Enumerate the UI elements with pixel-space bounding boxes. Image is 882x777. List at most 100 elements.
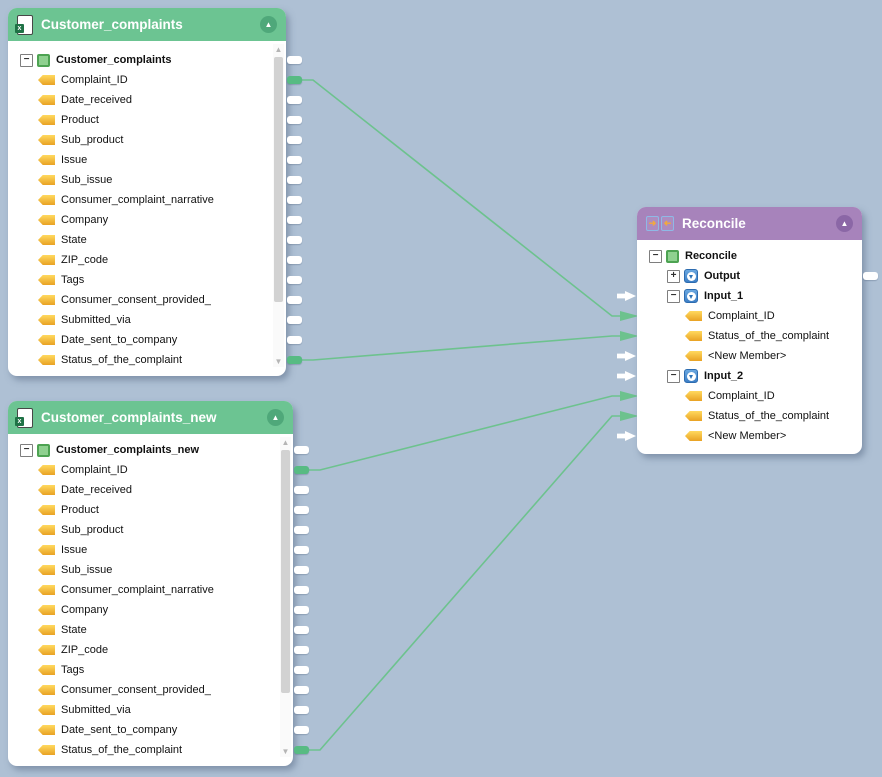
connection-line[interactable] [309,395,620,471]
collapse-button[interactable]: ▲ [267,409,284,426]
input-port-arrow[interactable] [617,351,636,361]
port-stub[interactable] [287,196,302,204]
tree-row[interactable]: Consumer_complaint_narrative [8,190,286,210]
expander-icon[interactable]: + [667,269,680,283]
node-header[interactable]: x ➜➜ Customer_complaints_new ▲ [8,401,293,434]
expander-icon[interactable]: − [649,249,662,263]
collapse-button[interactable]: ▲ [836,215,853,232]
input-port-arrow[interactable] [617,291,636,301]
expander-icon[interactable]: − [667,369,680,383]
tree-row[interactable]: Date_received [8,90,286,110]
connected-port-stub[interactable] [287,76,302,84]
port-stub[interactable] [287,336,302,344]
tree-row[interactable]: Issue [8,150,286,170]
tree-row[interactable]: Date_sent_to_company [8,720,293,740]
tree-row[interactable]: Complaint_ID [637,306,862,326]
node-header[interactable]: x ➜➜ Reconcile ▲ [637,207,862,240]
port-stub[interactable] [294,646,309,654]
port-stub[interactable] [287,256,302,264]
port-stub[interactable] [294,666,309,674]
tree-row[interactable]: Consumer_complaint_narrative [8,580,293,600]
tree-row[interactable]: Status_of_the_complaint [637,406,862,426]
tree-row[interactable]: Sub_issue [8,170,286,190]
tree-row[interactable]: Complaint_ID [637,386,862,406]
node-reconcile[interactable]: x ➜➜ Reconcile ▲ − Reconcile + Output − … [637,207,862,454]
input-port-arrow[interactable] [617,431,636,441]
port-stub[interactable] [294,526,309,534]
tree-row[interactable]: − Reconcile [637,246,862,266]
port-stub[interactable] [287,316,302,324]
tree-row[interactable]: − Input_1 [637,286,862,306]
port-stub[interactable] [294,566,309,574]
node-header[interactable]: x ➜➜ Customer_complaints ▲ [8,8,286,41]
port-stub[interactable] [287,156,302,164]
tree-row[interactable]: Consumer_consent_provided_ [8,680,293,700]
connection-line[interactable] [302,79,620,317]
node-customer_complaints_new[interactable]: x ➜➜ Customer_complaints_new ▲ − Custome… [8,401,293,766]
expander-icon[interactable]: − [20,53,33,67]
connected-port-stub[interactable] [294,466,309,474]
tree-row[interactable]: − Customer_complaints_new [8,440,293,460]
scrollbar[interactable]: ▲ ▼ [273,44,284,367]
tree-row[interactable]: Tags [8,660,293,680]
expander-icon[interactable]: − [20,443,33,457]
port-stub[interactable] [294,446,309,454]
port-stub[interactable] [287,116,302,124]
tree-row[interactable]: − Customer_complaints [8,50,286,70]
port-stub[interactable] [287,96,302,104]
port-stub[interactable] [287,296,302,304]
scroll-down-icon[interactable]: ▼ [274,357,283,366]
port-stub[interactable] [287,216,302,224]
tree-row[interactable]: ZIP_code [8,250,286,270]
connection-line[interactable] [309,415,620,751]
tree-row[interactable]: Status_of_the_complaint [8,740,293,760]
tree-row[interactable]: Submitted_via [8,310,286,330]
port-stub[interactable] [287,176,302,184]
scroll-thumb[interactable] [274,57,283,303]
port-stub[interactable] [294,706,309,714]
tree-row[interactable]: Status_of_the_complaint [637,326,862,346]
tree-row[interactable]: Submitted_via [8,700,293,720]
tree-row[interactable]: + Output [637,266,862,286]
tree-row[interactable]: Status_of_the_complaint [8,350,286,370]
port-stub[interactable] [294,726,309,734]
port-stub[interactable] [287,276,302,284]
tree-row[interactable]: Company [8,600,293,620]
port-stub[interactable] [294,586,309,594]
port-stub[interactable] [294,686,309,694]
tree-row[interactable]: Product [8,500,293,520]
tree-row[interactable]: Issue [8,540,293,560]
scroll-thumb[interactable] [281,450,290,694]
connection-line[interactable] [302,335,620,361]
port-stub[interactable] [863,272,878,280]
port-stub[interactable] [287,136,302,144]
tree-row[interactable]: Sub_product [8,130,286,150]
port-stub[interactable] [294,626,309,634]
port-stub[interactable] [287,56,302,64]
port-stub[interactable] [294,486,309,494]
input-port-arrow[interactable] [617,371,636,381]
scrollbar[interactable]: ▲ ▼ [280,437,291,757]
scroll-down-icon[interactable]: ▼ [281,747,290,756]
tree-row[interactable]: State [8,230,286,250]
node-customer_complaints[interactable]: x ➜➜ Customer_complaints ▲ − Customer_co… [8,8,286,376]
tree-row[interactable]: Tags [8,270,286,290]
tree-row[interactable]: <New Member> [637,346,862,366]
tree-row[interactable]: Product [8,110,286,130]
port-stub[interactable] [294,606,309,614]
connected-port-stub[interactable] [294,746,309,754]
tree-row[interactable]: Consumer_consent_provided_ [8,290,286,310]
scroll-up-icon[interactable]: ▲ [274,45,283,54]
tree-row[interactable]: Complaint_ID [8,70,286,90]
tree-row[interactable]: ZIP_code [8,640,293,660]
scroll-up-icon[interactable]: ▲ [281,438,290,447]
tree-row[interactable]: Sub_product [8,520,293,540]
tree-row[interactable]: Date_received [8,480,293,500]
tree-row[interactable]: − Input_2 [637,366,862,386]
connected-port-stub[interactable] [287,356,302,364]
port-stub[interactable] [294,506,309,514]
collapse-button[interactable]: ▲ [260,16,277,33]
tree-row[interactable]: Complaint_ID [8,460,293,480]
expander-icon[interactable]: − [667,289,680,303]
port-stub[interactable] [294,546,309,554]
